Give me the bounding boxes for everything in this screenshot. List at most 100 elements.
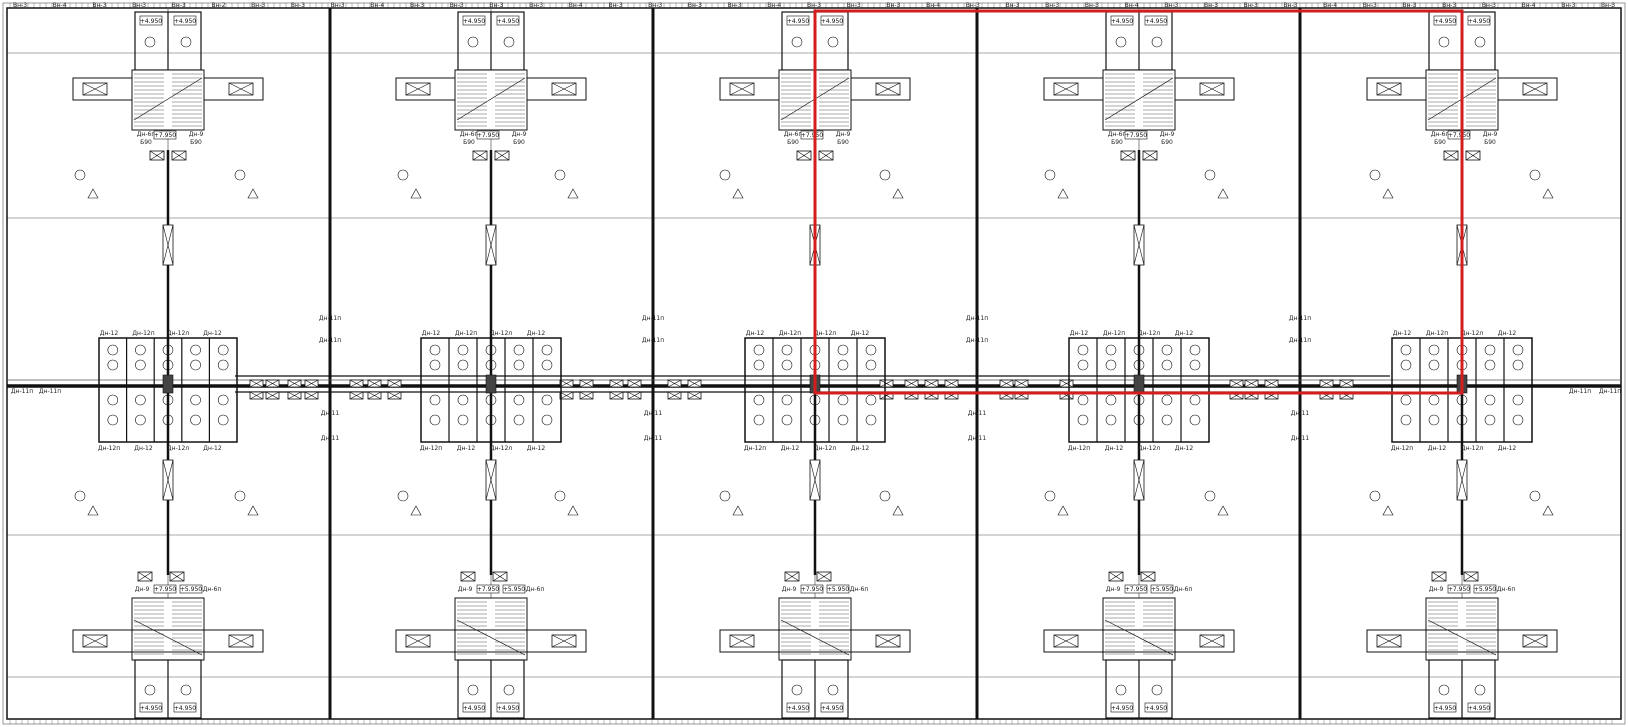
duct-cross (551, 634, 577, 648)
level-tag (139, 702, 163, 713)
room-tag-circle (1204, 490, 1216, 502)
door-label: Дн-12 (746, 330, 765, 337)
door-label-top: Вн-3 (608, 2, 622, 9)
corridor-duct (287, 391, 302, 400)
duct-cross (551, 82, 577, 96)
fixture-symbol (837, 344, 849, 356)
section-triangle (87, 505, 99, 516)
room-tag-circle (397, 490, 409, 502)
fixture-symbol (781, 344, 793, 356)
duct-cross (265, 391, 280, 400)
section-triangle (1217, 505, 1229, 516)
corridor-duct (387, 391, 402, 400)
duct-cross (729, 82, 755, 96)
door-label: Дн-9 (1160, 131, 1175, 138)
door-label-top: Вн-3 (807, 2, 821, 9)
corridor-duct (999, 379, 1014, 388)
section-triangle (732, 505, 744, 516)
door-label: Дн-6п (137, 131, 156, 138)
room-tag-circle (554, 490, 566, 502)
fixture-symbol (837, 359, 849, 371)
duct-cross (492, 571, 508, 582)
level-tag (786, 15, 810, 26)
level-tag (1144, 15, 1168, 26)
fixture-symbol (1161, 394, 1173, 406)
duct-cross (405, 82, 431, 96)
corridor-duct (265, 379, 280, 388)
section-triangle (1382, 505, 1394, 516)
section-triangle (1057, 505, 1069, 516)
door-label: Дн-11 (644, 410, 663, 417)
level-mark: +7.950 (154, 132, 176, 139)
stairwell (1102, 69, 1176, 131)
fixture-symbol (190, 344, 201, 356)
duct-cross (627, 379, 642, 388)
selection-highlight[interactable] (813, 9, 1464, 395)
door-label: Дн-12л (814, 330, 836, 337)
section-triangle (410, 505, 422, 516)
door-label: Дн-12л (1461, 330, 1483, 337)
room-tag-circle (554, 169, 566, 181)
door-label: Дн-12п (98, 445, 120, 452)
stair-direction (456, 619, 526, 656)
duct-cross (265, 379, 280, 388)
room-tag: Б90 (513, 139, 525, 146)
stair-direction (780, 619, 850, 656)
duct-cross (559, 379, 574, 388)
duct-cross (162, 224, 174, 266)
level-mark: +7.950 (801, 132, 823, 139)
door-label-top: Вн-3 (172, 2, 186, 9)
fixture-symbol (1428, 344, 1440, 356)
column (1133, 374, 1145, 394)
room-tag-circle (74, 169, 86, 181)
tag-circle (467, 684, 479, 696)
duct-cross (169, 571, 185, 582)
door-label: Дн-6п (1174, 586, 1193, 593)
room-tag: Б90 (787, 139, 799, 146)
door-label: Дн-6п (460, 131, 479, 138)
fixture-symbol (1077, 359, 1089, 371)
vent-box (551, 82, 577, 96)
door-label-top: Вн-3 (728, 2, 742, 9)
fixture-symbol (162, 394, 174, 406)
fixture-symbol (135, 414, 146, 426)
level-tag (1144, 702, 1168, 713)
tag-circle (1474, 36, 1486, 48)
stair-direction (456, 77, 526, 121)
duct-cross (816, 571, 832, 582)
level-tag (1433, 702, 1457, 713)
wall-duct (1133, 224, 1145, 266)
fixture-symbol (1428, 359, 1440, 371)
door-label: Дн-11 (1291, 435, 1310, 442)
vent-box (460, 571, 476, 582)
vent-box (1199, 82, 1225, 96)
corridor-duct (904, 379, 919, 388)
tag-circle (467, 36, 479, 48)
fixture-symbol (457, 359, 469, 371)
duct-cross (1456, 459, 1468, 501)
fixture-symbol (1077, 414, 1089, 426)
duct-cross (1199, 634, 1225, 648)
vent-box (729, 634, 755, 648)
vent-box (816, 571, 832, 582)
fixture-symbol (1077, 394, 1089, 406)
fixture-symbol (217, 344, 229, 356)
fixture-symbol (1189, 359, 1201, 371)
level-mark: +7.950 (1125, 132, 1147, 139)
fixture-symbol (429, 414, 441, 426)
corridor-duct (687, 379, 702, 388)
corridor-duct (249, 379, 264, 388)
duct-cross (149, 150, 165, 161)
fixture-symbol (541, 394, 553, 406)
duct-cross (228, 634, 254, 648)
fixture-symbol (513, 394, 525, 406)
level-tag (1150, 584, 1174, 594)
door-label: Дн-11п (1569, 388, 1591, 395)
door-label: Дн-9 (512, 131, 527, 138)
vent-box (1465, 150, 1481, 161)
level-tag (800, 584, 824, 594)
level-tag (1124, 130, 1148, 140)
door-label: Дн-12 (1393, 330, 1412, 337)
vent-box (875, 82, 901, 96)
level-mark: +4.950 (140, 18, 162, 25)
